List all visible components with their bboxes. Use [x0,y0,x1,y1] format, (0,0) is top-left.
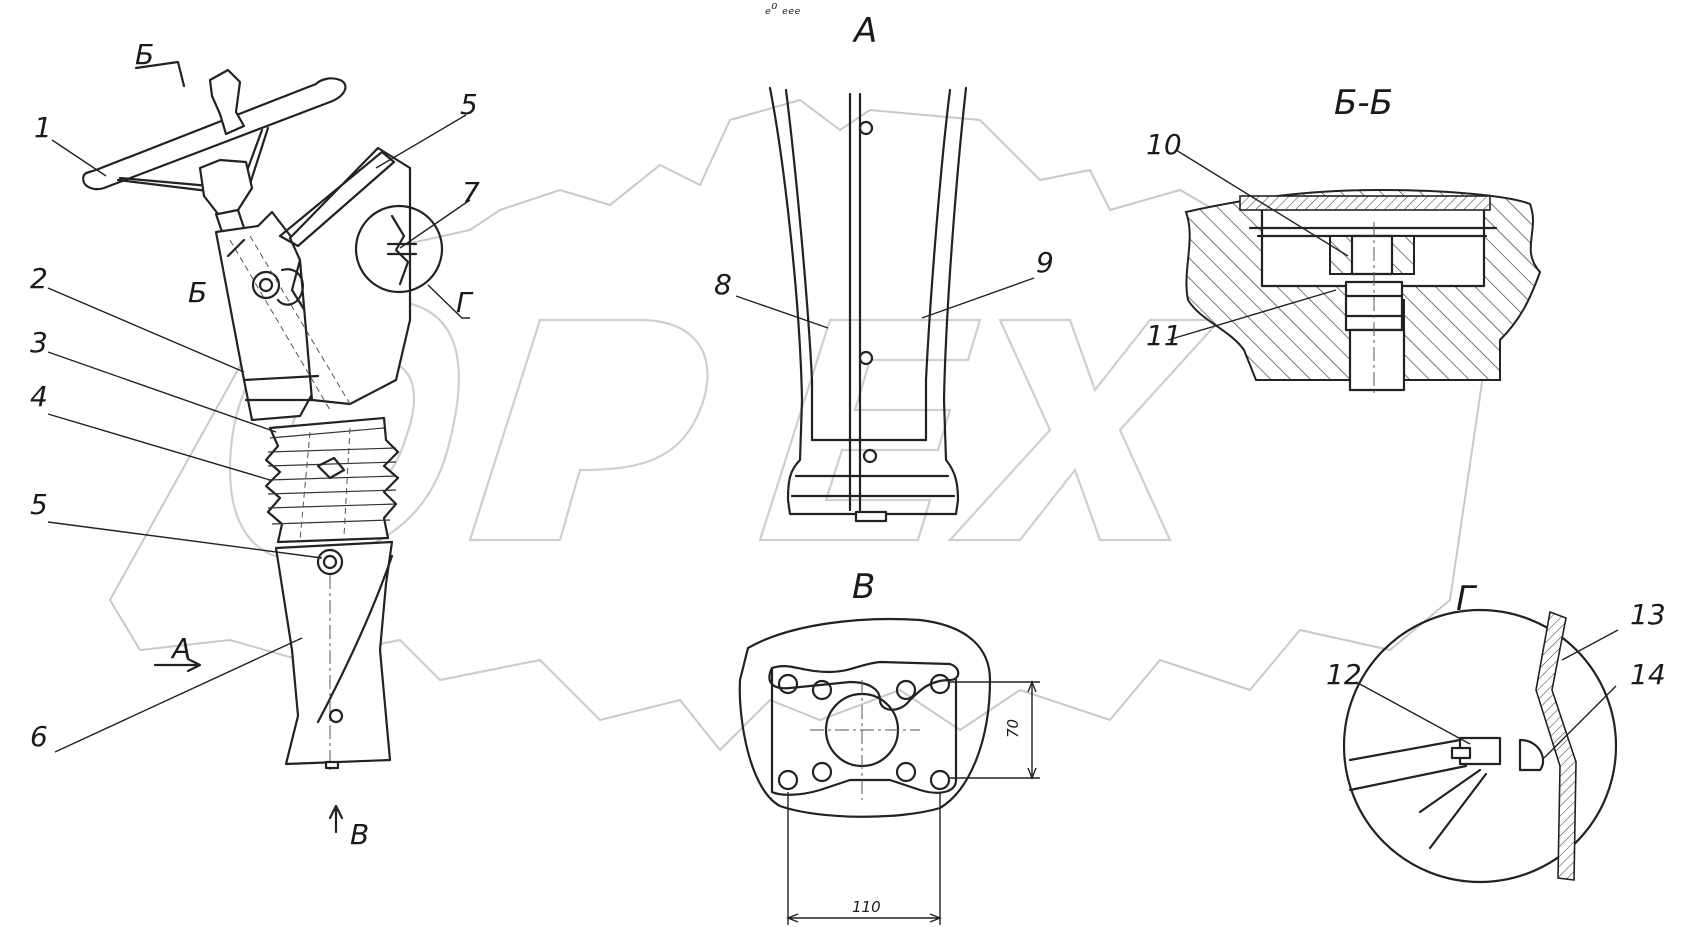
cut-mark-b-side: Б [188,276,207,309]
view-v: В 70 110 [738,567,1040,925]
view-a: А 8 9 [714,11,1054,523]
part-number-10: 10 [1146,128,1182,161]
view-a-title: А [852,11,877,51]
detail-circle-g [354,204,470,319]
part-number-9: 9 [1036,246,1054,279]
lower-column [274,540,394,770]
cut-marks: Б Б А В Г [134,38,474,851]
detail-g: Г 12 14 13 [1326,579,1666,884]
cut-mark-b-top: Б [135,38,154,71]
part-number-13: 13 [1630,598,1666,631]
dimension-110: 110 [852,898,881,916]
part-number-2: 2 [30,262,48,295]
main-view: Б Б А В Г 1 5 7 2 3 4 5 6 [30,38,480,851]
part-number-7: 7 [462,176,480,209]
part-number-1: 1 [34,111,52,144]
section-b-b-title: Б-Б [1334,83,1393,123]
part-number-14: 14 [1630,658,1666,691]
section-b-b: Б-Б 10 11 [1146,83,1542,396]
upper-housing [214,146,412,422]
handle-wheel [82,68,347,234]
part-number-5-bottom: 5 [30,488,48,521]
bellows [264,416,400,544]
detail-g-title: Г [1456,579,1478,619]
cut-mark-g: Г [456,286,474,319]
part-number-6: 6 [30,720,48,753]
part-number-5-top: 5 [460,88,478,121]
dimension-70: 70 [1004,719,1022,738]
view-v-title: В [852,567,875,607]
tiny-mark: ₑ⁰ ₑₑₑ [765,0,801,18]
part-number-8: 8 [714,268,732,301]
cut-mark-a: А [170,632,191,665]
part-number-3: 3 [30,326,48,359]
part-number-4: 4 [30,380,48,413]
cut-mark-v: В [350,818,369,851]
part-number-12: 12 [1326,658,1362,691]
part-number-11: 11 [1146,319,1182,352]
main-view-callouts: 1 5 7 2 3 4 5 6 [30,88,480,753]
